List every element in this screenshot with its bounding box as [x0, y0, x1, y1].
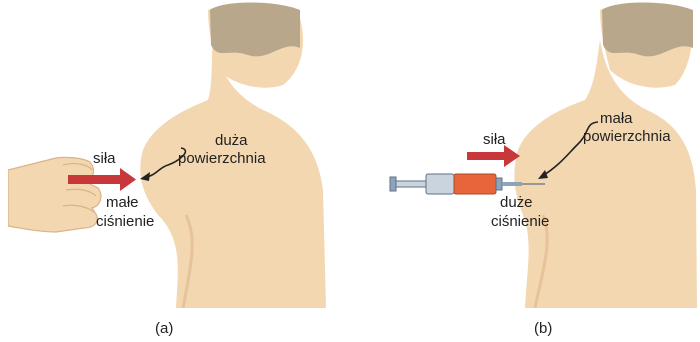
panel-b: siła mała powierzchnia duże ciśnienie	[385, 0, 698, 308]
pressure-label-b-line1: duże	[500, 194, 533, 211]
caption-b: (b)	[534, 320, 552, 337]
force-label-b: siła	[483, 131, 506, 148]
force-arrow-b	[467, 145, 520, 167]
area-label-b-line1: mała	[600, 110, 633, 127]
panel-a: siła duża powierzchnia małe ciśnienie	[8, 0, 330, 308]
area-label-a-line2: powierzchnia	[178, 150, 266, 167]
area-label-b-line2: powierzchnia	[583, 128, 671, 145]
caption-a: (a)	[155, 320, 173, 337]
fist-shape	[8, 157, 101, 232]
pressure-label-a-line2: ciśnienie	[96, 213, 154, 230]
force-label-a: siła	[93, 150, 116, 167]
pressure-label-b-line2: ciśnienie	[491, 213, 549, 230]
shoulder-illustration-a	[8, 0, 330, 308]
pressure-label-a-line1: małe	[106, 194, 139, 211]
area-label-a-line1: duża	[215, 132, 248, 149]
shoulder-illustration-b	[385, 0, 698, 308]
